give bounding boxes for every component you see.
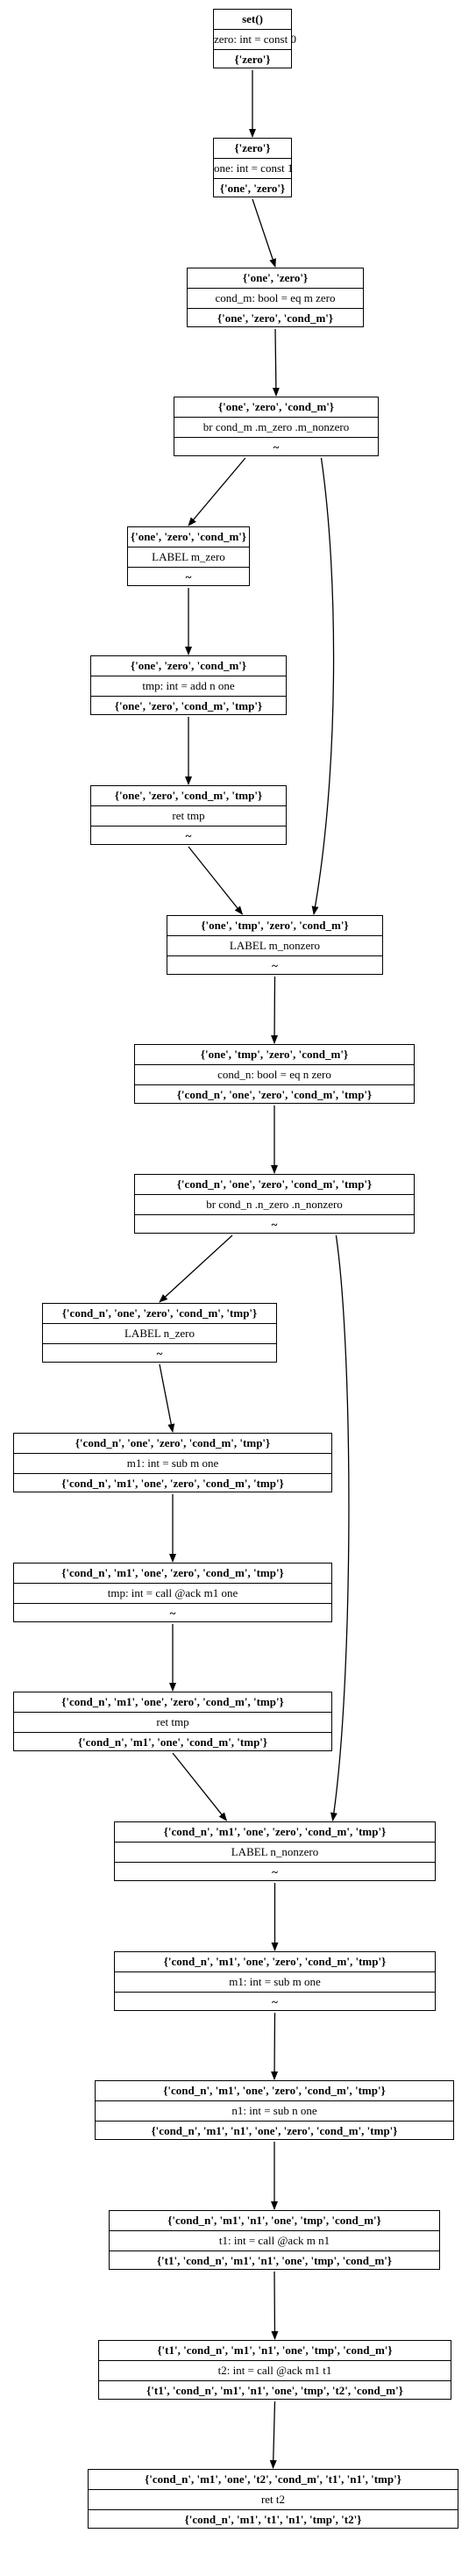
- edge-arrow: [159, 1363, 175, 1433]
- live-in-set: {'one', 'zero', 'cond_m', 'tmp'}: [114, 789, 263, 802]
- cfg-node: {'zero'} one: int = const 1{'one', 'zero'…: [213, 138, 293, 198]
- instruction-text: LABEL n_zero: [43, 1323, 276, 1343]
- instruction-text: LABEL n_nonzero: [115, 1842, 435, 1862]
- cfg-node: {'one', 'tmp', 'zero', 'cond_m'} cond_n: …: [134, 1044, 415, 1104]
- live-in-set: {'cond_n', 'm1', 'one', 'zero', 'cond_m'…: [61, 1695, 284, 1708]
- live-out-set: ~: [174, 437, 378, 457]
- instruction-text: m1: int = sub m one: [14, 1453, 331, 1473]
- live-in-set: {'one', 'zero', 'cond_m'}: [130, 530, 247, 543]
- live-out-set: {'t1', 'cond_n', 'm1', 'n1', 'one', 'tmp…: [110, 2250, 439, 2271]
- live-in-set: {'one', 'zero', 'cond_m'}: [130, 659, 247, 672]
- instruction-text: one: int = const 1: [214, 158, 293, 178]
- live-in-set: {'one', 'tmp', 'zero', 'cond_m'}: [200, 1048, 349, 1061]
- live-out-set: ~: [115, 1862, 435, 1882]
- edge-arrow: [269, 2401, 277, 2469]
- live-in-set: {'cond_n', 'one', 'zero', 'cond_m', 'tmp…: [176, 1177, 373, 1191]
- cfg-node: {'cond_n', 'm1', 'one', 'zero', 'cond_m'…: [114, 1821, 436, 1881]
- live-in-set: {'cond_n', 'm1', 'one', 'zero', 'cond_m'…: [163, 1955, 387, 1968]
- live-out-set: {'one', 'zero', 'cond_m'}: [188, 308, 363, 328]
- cfg-node: {'one', 'zero', 'cond_m'} LABEL m_zero~: [127, 526, 250, 586]
- edge-arrow: [271, 976, 279, 1044]
- instruction-text: ret tmp: [91, 805, 286, 826]
- live-in-set: {'cond_n', 'm1', 'one', 't2', 'cond_m', …: [145, 2472, 401, 2486]
- instruction-text: br cond_n .n_zero .n_nonzero: [135, 1194, 414, 1214]
- instruction-text: cond_m: bool = eq m zero: [188, 288, 363, 308]
- live-out-set: {'one', 'zero'}: [214, 178, 291, 198]
- instruction-text: br cond_m .m_zero .m_nonzero: [174, 417, 378, 437]
- live-in-set: {'cond_n', 'm1', 'one', 'zero', 'cond_m'…: [61, 1566, 284, 1579]
- live-out-set: {'one', 'zero', 'cond_m', 'tmp'}: [91, 696, 286, 716]
- edge-arrow: [271, 2012, 279, 2080]
- live-out-set: ~: [115, 1992, 435, 2012]
- cfg-node: {'one', 'zero'} cond_m: bool = eq m zero{…: [187, 268, 364, 327]
- cfg-node: {'cond_n', 'one', 'zero', 'cond_m', 'tmp…: [134, 1174, 415, 1234]
- cfg-node: {'one', 'zero', 'cond_m'} tmp: int = add …: [90, 655, 287, 715]
- instruction-text: LABEL m_nonzero: [167, 935, 382, 955]
- live-out-set: ~: [167, 955, 382, 976]
- edge-arrow: [172, 1752, 228, 1821]
- live-out-set: {'t1', 'cond_n', 'm1', 'n1', 'one', 'tmp…: [99, 2380, 451, 2401]
- instruction-text: t2: int = call @ack m1 t1: [99, 2360, 451, 2380]
- live-out-set: {'cond_n', 'one', 'zero', 'cond_m', 'tmp…: [135, 1084, 414, 1105]
- instruction-text: t1: int = call @ack m n1: [110, 2230, 439, 2250]
- cfg-node: {'cond_n', 'm1', 'one', 'zero', 'cond_m'…: [114, 1951, 436, 2011]
- live-in-set: {'cond_n', 'm1', 'n1', 'one', 'tmp', 'co…: [167, 2214, 381, 2227]
- instruction-text: cond_n: bool = eq n zero: [135, 1064, 414, 1084]
- instruction-text: tmp: int = call @ack m1 one: [14, 1583, 331, 1603]
- instruction-text: ret t2: [89, 2489, 458, 2509]
- cfg-node: {'t1', 'cond_n', 'm1', 'n1', 'one', 'tmp…: [98, 2340, 451, 2400]
- live-in-set: {'one', 'zero'}: [242, 271, 309, 284]
- cfg-node: {'cond_n', 'one', 'zero', 'cond_m', 'tmp…: [13, 1433, 332, 1492]
- live-out-set: {'cond_n', 'm1', 'n1', 'one', 'zero', 'c…: [96, 2121, 453, 2141]
- live-in-set: set(): [242, 12, 263, 25]
- cfg-node: {'cond_n', 'm1', 'n1', 'one', 'tmp', 'co…: [109, 2210, 440, 2270]
- edge-arrow: [159, 1234, 233, 1303]
- cfg-node: {'cond_n', 'm1', 'one', 't2', 'cond_m', …: [88, 2469, 458, 2529]
- cfg-node: {'cond_n', 'm1', 'one', 'zero', 'cond_m'…: [95, 2080, 454, 2140]
- live-out-set: ~: [14, 1603, 331, 1623]
- edge-arrow: [188, 457, 246, 526]
- live-in-set: {'t1', 'cond_n', 'm1', 'n1', 'one', 'tmp…: [157, 2343, 393, 2357]
- edge-arrow: [188, 846, 244, 915]
- instruction-text: tmp: int = add n one: [91, 676, 286, 696]
- edge-arrow: [330, 1234, 350, 1821]
- cfg-node: {'one', 'tmp', 'zero', 'cond_m'} LABEL m_…: [167, 915, 383, 975]
- edge-arrow: [311, 457, 335, 915]
- live-in-set: {'zero'}: [234, 141, 271, 154]
- edge-arrow: [271, 2271, 279, 2340]
- cfg-node: {'cond_n', 'm1', 'one', 'zero', 'cond_m'…: [13, 1563, 332, 1622]
- live-out-set: {'cond_n', 'm1', 't1', 'n1', 'tmp', 't2'…: [89, 2509, 458, 2529]
- cfg-node: {'cond_n', 'm1', 'one', 'zero', 'cond_m'…: [13, 1692, 332, 1751]
- edge-arrow: [252, 198, 276, 268]
- live-in-set: {'cond_n', 'm1', 'one', 'zero', 'cond_m'…: [163, 2084, 386, 2097]
- edge-arrow: [272, 328, 280, 397]
- live-in-set: {'cond_n', 'one', 'zero', 'cond_m', 'tmp…: [61, 1306, 258, 1320]
- instruction-text: LABEL m_zero: [128, 547, 249, 567]
- live-in-set: {'one', 'zero', 'cond_m'}: [217, 400, 335, 413]
- live-out-set: ~: [135, 1214, 414, 1234]
- instruction-text: zero: int = const 0: [214, 29, 296, 49]
- live-out-set: {'cond_n', 'm1', 'one', 'cond_m', 'tmp'}: [14, 1732, 331, 1752]
- live-in-set: {'cond_n', 'one', 'zero', 'cond_m', 'tmp…: [75, 1436, 271, 1449]
- cfg-node: {'one', 'zero', 'cond_m', 'tmp'} ret tmp~: [90, 785, 287, 845]
- live-in-set: {'one', 'tmp', 'zero', 'cond_m'}: [201, 919, 349, 932]
- live-out-set: ~: [128, 567, 249, 587]
- live-in-set: {'cond_n', 'm1', 'one', 'zero', 'cond_m'…: [163, 1825, 387, 1838]
- cfg-node: set() zero: int = const 0{'zero'}: [213, 9, 296, 69]
- live-out-set: ~: [43, 1343, 276, 1363]
- cfg-node: {'one', 'zero', 'cond_m'}br cond_m .m_ze…: [174, 397, 379, 456]
- instruction-text: n1: int = sub n one: [96, 2100, 453, 2121]
- instruction-text: m1: int = sub m one: [115, 1971, 435, 1992]
- live-out-set: {'zero'}: [214, 49, 291, 69]
- live-out-set: {'cond_n', 'm1', 'one', 'zero', 'cond_m'…: [14, 1473, 331, 1493]
- live-out-set: ~: [91, 826, 286, 846]
- cfg-node: {'cond_n', 'one', 'zero', 'cond_m', 'tmp…: [42, 1303, 277, 1363]
- instruction-text: ret tmp: [14, 1712, 331, 1732]
